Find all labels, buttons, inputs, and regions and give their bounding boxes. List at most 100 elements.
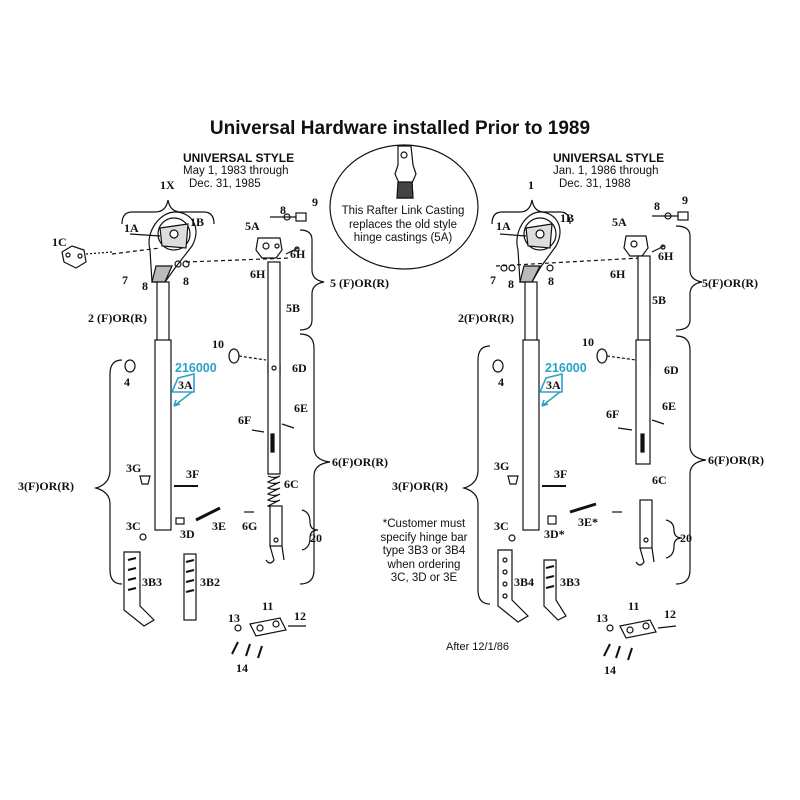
right-label-6f: 6F [606,407,619,421]
right-label-20: 20 [680,531,692,545]
right-3a-box [538,372,563,393]
left-label-10: 10 [212,337,224,351]
right-label-13: 13 [596,611,608,625]
left-bolt-9-icon [270,212,307,222]
rafter-note-line-3: hinge castings (5A) [353,232,453,244]
right-bracket-11-icon [603,619,677,661]
left-brace-3 [93,359,123,585]
left-nut-8 [182,260,190,268]
right-bushing-3d [547,515,557,525]
left-pin-6f [251,429,265,433]
left-label-6h-2: 6H [250,267,266,281]
right-brace-20 [665,519,683,559]
right-nut-8a [508,264,516,272]
right-hinge-bar-3b4-icon [497,549,529,623]
left-label-3f: 3F [186,467,199,481]
right-date-end: Dec. 31, 1988 [559,178,631,190]
customer-note: *Customer must specify hinge bar type 3B… [368,518,480,586]
left-label-3b3: 3B3 [142,575,162,589]
right-cap-3c [508,534,516,542]
right-style-header: UNIVERSAL STYLE Jan. 1, 1986 through Dec… [553,152,664,191]
left-bushing-3d [175,517,185,525]
left-label-12: 12 [294,609,306,623]
left-label-3e: 3E [212,519,226,533]
left-label-1x: 1X [160,178,175,192]
left-label-1c: 1C [52,235,67,249]
left-latch-20-icon [265,505,285,564]
right-bolt-1a [499,233,527,237]
right-label-1: 1 [528,178,534,192]
left-label-20: 20 [310,531,322,545]
rafter-link-casting-icon [394,145,417,199]
right-rafter-casting-icon [516,211,561,283]
right-nut-8b [546,264,554,272]
right-slot [640,433,645,453]
left-label-8c: 8 [280,203,286,217]
left-label-1a: 1A [124,221,139,235]
right-label-6d: 6D [664,363,679,377]
right-label-4: 4 [498,375,504,389]
right-label-6c: 6C [652,473,667,487]
left-label-3a: 3A [178,378,193,392]
right-label-3a: 3A [546,378,561,392]
left-label-4: 4 [124,375,130,389]
right-label-3f: 3F [554,467,567,481]
right-label-1b: 1B [560,211,574,225]
left-style-name: UNIVERSAL STYLE [183,151,295,165]
right-label-6e: 6E [662,399,676,413]
left-brace-1x [121,199,215,225]
right-label-8a: 8 [508,277,514,291]
left-label-5a: 5A [245,219,260,233]
left-label-5: 5 (F)OR(R) [330,276,389,290]
left-3a-arrow [173,391,193,407]
left-3a-box [170,372,195,393]
right-label-5a: 5A [612,215,627,229]
right-assembly: 1 1A 1B 7 8 8 8 9 5A 6H 6H 5(F)OR(R) 5B … [392,178,764,677]
left-tube-6-lower [267,364,281,475]
left-fitting-6d [271,365,277,371]
left-label-11: 11 [262,599,273,613]
left-label-2: 2 (F)OR(R) [88,311,147,325]
left-hinge-bar-3b3-icon [123,551,155,627]
right-label-3: 3(F)OR(R) [392,479,448,493]
rafter-note-line-1: This Rafter Link Casting [341,205,465,217]
right-label-3c: 3C [494,519,509,533]
left-style-header: UNIVERSAL STYLE May 1, 1983 through Dec.… [183,152,294,191]
right-label-3d: 3D* [544,527,565,541]
left-bracket-1c-icon [61,245,113,269]
left-brace-20 [301,509,319,551]
right-brace-5 [675,225,703,331]
left-brace-5 [299,229,325,331]
right-label-3g: 3G [494,459,509,473]
right-label-2: 2(F)OR(R) [458,311,514,325]
diagram-title: Universal Hardware installed Prior to 19… [209,118,591,139]
left-label-3g: 3G [126,461,141,475]
left-date-start: May 1, 1983 through [183,165,289,177]
right-label-11: 11 [628,599,639,613]
rafter-note-line-2: replaces the old style [348,218,458,231]
right-tube-3 [522,339,540,531]
customer-note-line-3: type 3B3 or 3B4 [382,545,466,557]
left-label-6e: 6E [294,401,308,415]
right-bolt-10-icon [596,348,637,364]
right-label-1a: 1A [496,219,511,233]
left-brace-6 [299,333,331,585]
right-brace-1 [491,199,571,225]
left-tube-2 [156,281,170,343]
right-label-6h-2: 6H [610,267,626,281]
left-tube-3 [154,339,172,531]
right-label-3b3: 3B3 [560,575,580,589]
right-bolt-3e [569,502,597,514]
left-bracket-11-icon [231,617,306,659]
left-spring-6c [266,475,281,509]
right-date-start: Jan. 1, 1986 through [553,165,659,177]
left-assembly: 1X 1A 1B 1C 7 8 8 8 9 5A 6H 6H 5 (F)OR(R… [18,178,389,675]
left-plug-3g [139,475,151,485]
right-brace-3 [461,345,491,605]
right-dashed-connector [495,257,641,267]
left-label-6g: 6G [242,519,257,533]
left-knob-4 [124,359,136,373]
right-after-note: After 12/1/86 [446,641,509,653]
right-label-6: 6(F)OR(R) [708,453,764,467]
